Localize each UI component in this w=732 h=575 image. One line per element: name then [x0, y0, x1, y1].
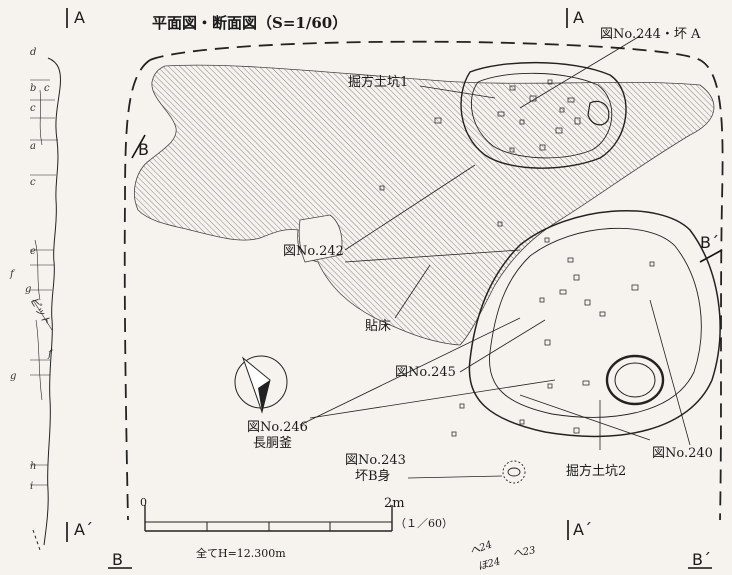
scale-bar: [144, 505, 393, 532]
figure-title: 平面図・断面図（S=1/60）: [152, 14, 348, 32]
section-mark-b-right: B´: [700, 233, 719, 252]
hatched-floor: [134, 64, 715, 346]
label-fig-242: 図No.242: [283, 244, 344, 259]
profile-letter: a: [30, 141, 36, 152]
label-fig-243: 図No.243: [345, 453, 406, 468]
profile-letter: h: [30, 461, 37, 472]
profile-letter: c: [30, 177, 36, 188]
profile-letter: f: [48, 349, 52, 360]
scale-ratio: （１／60）: [395, 517, 453, 530]
profile-letter: f: [10, 269, 14, 280]
label-fig-246: 図No.246: [247, 420, 308, 435]
leader-lines: [299, 35, 691, 479]
label-floor: 貼床: [365, 319, 392, 334]
profile-letter: c: [44, 83, 50, 94]
section-line-markers: [66, 8, 723, 569]
label-fig-244: 図No.244・坏 A: [600, 27, 701, 42]
profile-letter: g: [25, 284, 32, 295]
section-profile-a: [30, 57, 61, 551]
label-pit-2: 掘方土坑2: [566, 464, 627, 479]
profile-letter: c: [30, 103, 36, 114]
pit-2: [468, 210, 721, 484]
section-mark-b-bottom-right: B´: [692, 550, 711, 569]
dwelling-outline: [149, 40, 724, 521]
profile-letter: d: [30, 47, 37, 58]
label-long-pot: 長胴釜: [253, 436, 293, 451]
profile-letter: b: [30, 83, 37, 94]
section-mark-a-top-right: A: [573, 8, 584, 27]
label-fig-240: 図No.240: [652, 446, 713, 461]
section-mark-a-bottom-right: A´: [573, 520, 592, 539]
label-pit-1: 掘方土坑1: [348, 75, 409, 90]
label-tsuki-b: 坏B身: [355, 469, 391, 484]
profile-letter: e: [30, 246, 36, 257]
section-mark-a-bottom-left: A´: [74, 520, 93, 539]
height-note: 全てH=12.300m: [196, 547, 286, 560]
scale-start: 0: [140, 496, 147, 509]
pit-1: [460, 61, 627, 169]
section-mark-b-bottom-left: B: [112, 550, 123, 569]
north-arrow: [234, 355, 288, 414]
profile-letter: g: [10, 371, 17, 382]
label-fig-245: 図No.245: [395, 365, 456, 380]
section-mark-a-top-left: A: [74, 8, 85, 27]
section-mark-b-left: B: [138, 140, 149, 159]
scale-end: 2m: [384, 496, 405, 511]
profile-letter: i: [30, 481, 34, 492]
